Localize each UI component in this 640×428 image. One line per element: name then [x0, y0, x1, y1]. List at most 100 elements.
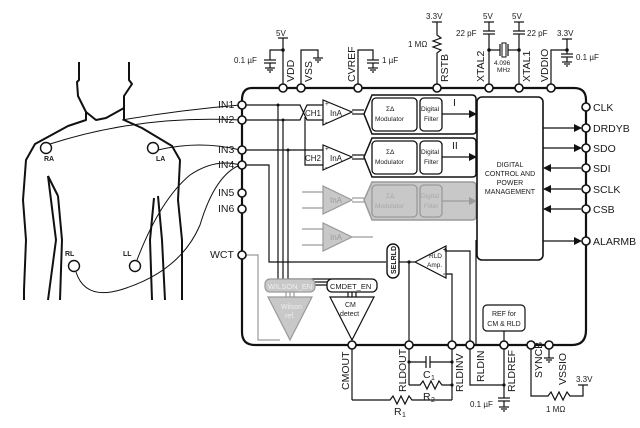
channel-2: CH2 + - InA ΣΔ Modulator Digital Filter … [305, 137, 477, 178]
ina-4-inactive: InA [302, 222, 373, 252]
ina4-label: InA [330, 233, 343, 242]
xtal-network: 5V 22 pF 5V 22 pF 4.096 MHz [456, 12, 548, 88]
pin-cvref-label: CVREF [346, 46, 358, 82]
rstb-supply-label: 3.3V [426, 12, 443, 21]
wilson-en-label: WILSON_EN [268, 282, 312, 291]
pin-xtal2-label: XTAL2 [475, 51, 487, 82]
ch2-filter-label: Filter [424, 159, 439, 166]
xtal1-cap-label: 22 pF [527, 29, 548, 38]
xtal1-supply-label: 5V [512, 12, 522, 21]
wilson-block-inactive: WILSON_EN Wilson ref. [264, 278, 316, 342]
selrld-label: SELRLD [391, 246, 398, 274]
pin-rldref-label: RLDREF [506, 350, 518, 392]
ch2-output-label: II [452, 140, 458, 152]
pin-vssio-label: VSSIO [557, 353, 569, 385]
rstb-network: 3.3V 1 MΩ [408, 12, 443, 88]
ch1-modulator-label: Modulator [375, 116, 405, 123]
pin-in4-label: IN4 [218, 159, 235, 171]
pin-cmout-label: CMOUT [340, 351, 352, 390]
pin-in2-label: IN2 [218, 114, 235, 126]
pin-rstb-label: RSTB [439, 54, 451, 82]
digital-control-block: DIGITAL CONTROL AND POWER MANAGEMENT [476, 96, 544, 261]
rld-amp: RLD Amp. + - [413, 245, 447, 279]
pin-xtal1-label: XTAL1 [521, 51, 533, 82]
cm-detect-line-1: CM [345, 302, 356, 309]
ch2-sigma-delta: ΣΔ [386, 149, 395, 156]
rstb-res-label: 1 MΩ [408, 40, 427, 49]
dc-line-2: CONTROL AND [485, 171, 535, 178]
selrld-switch: SELRLD [386, 243, 400, 279]
svg-text:+: + [325, 146, 329, 153]
left-pins: IN1 IN2 IN3 IN4 IN5 IN6 WCT [210, 99, 247, 261]
electrode-la: LA [146, 141, 165, 163]
r1-subscript: 1 [402, 412, 406, 419]
rld-amp-line-2: Amp. [427, 262, 442, 269]
svg-text:+: + [325, 101, 329, 108]
ch1-ina-amp [322, 99, 354, 126]
pin-vdd-label: VDD [285, 59, 297, 82]
wilson-ref-line-1: Wilson [281, 304, 302, 311]
crystal-icon [501, 42, 507, 58]
pin-sdo-label: SDO [593, 143, 616, 155]
c1-label: C [423, 369, 431, 381]
top-pin-labels: VDD VSS CVREF RSTB XTAL2 XTAL1 VDDIO [285, 46, 551, 82]
ch2-ina-amp [322, 144, 354, 171]
right-pins: CLK DRDYB SDO SDI SCLK CSB ALARMB [581, 102, 636, 248]
rld-feedback-network: C 1 R 2 R 1 [351, 349, 454, 419]
vddio-cap-label: 0.1 µF [576, 53, 599, 62]
ch3-filter-label: Filter [424, 203, 439, 210]
ref-block: REF for CM & RLD [482, 304, 526, 345]
ref-line-1: REF for [492, 311, 517, 318]
xtal2-supply-label: 5V [483, 12, 493, 21]
vdd-supply-label: 5V [276, 29, 286, 38]
pin-rldin-label: RLDIN [475, 350, 487, 382]
channel-1: CH1 + - InA ΣΔ Modulator Digital Filter … [305, 94, 477, 135]
svg-text:-: - [325, 164, 327, 171]
cmdet-block: CMDET_EN CM detect [326, 278, 378, 342]
cmdet-en-label: CMDET_EN [330, 282, 371, 291]
torso-outline [22, 62, 183, 301]
pin-drdyb-label: DRDYB [593, 123, 630, 135]
crystal-freq-label: 4.096 [494, 60, 511, 67]
cm-detect-line-2: detect [340, 311, 359, 318]
crystal-unit-label: MHz [497, 67, 510, 74]
electrode-la-label: LA [156, 156, 165, 163]
ch1-digital-label: Digital [421, 106, 440, 113]
pin-in5-label: IN5 [218, 187, 235, 199]
electrode-ra: RA [39, 141, 54, 163]
ch1-ina-label: InA [330, 109, 343, 118]
svg-text:-: - [443, 271, 446, 278]
c1-subscript: 1 [431, 375, 435, 382]
pin-in3-label: IN3 [218, 144, 235, 156]
pin-csb-label: CSB [593, 204, 615, 216]
cvref-network: 1 µF [357, 49, 398, 88]
ch3-digital-label: Digital [421, 193, 440, 200]
pin-vss-label: VSS [303, 61, 315, 82]
r1-label: R [394, 406, 402, 418]
dc-line-4: MANAGEMENT [485, 189, 536, 196]
pin-wct-label: WCT [210, 249, 234, 261]
rldref-cap-label: 0.1 µF [470, 400, 493, 409]
svg-text:+: + [443, 247, 447, 254]
pin-sdi-label: SDI [593, 163, 611, 175]
chip-outline [240, 86, 588, 347]
ch2-label: CH2 [305, 154, 322, 163]
xtal2-cap-label: 22 pF [456, 29, 477, 38]
pin-sclk-label: SCLK [593, 184, 620, 196]
electrode-ll: LL [123, 251, 142, 273]
vdd-cap-label: 0.1 µF [234, 56, 257, 65]
right-io-wires [543, 124, 582, 245]
syncb-network: 3.3V 1 MΩ [530, 349, 593, 414]
ch3-sigma-delta: ΣΔ [386, 193, 395, 200]
svg-text:-: - [325, 119, 327, 126]
pin-rldinv-label: RLDINV [454, 353, 466, 392]
rld-amp-line-1: RLD [429, 253, 442, 260]
pin-alarmb-label: ALARMB [593, 236, 636, 248]
electrode-rl-label: RL [65, 251, 75, 258]
ch1-filter-label: Filter [424, 116, 439, 123]
ch2-digital-label: Digital [421, 149, 440, 156]
syncb-res-label: 1 MΩ [546, 405, 565, 414]
ch3-modulator-label: Modulator [375, 203, 405, 210]
vddio-network: 3.3V 0.1 µF [550, 29, 599, 88]
